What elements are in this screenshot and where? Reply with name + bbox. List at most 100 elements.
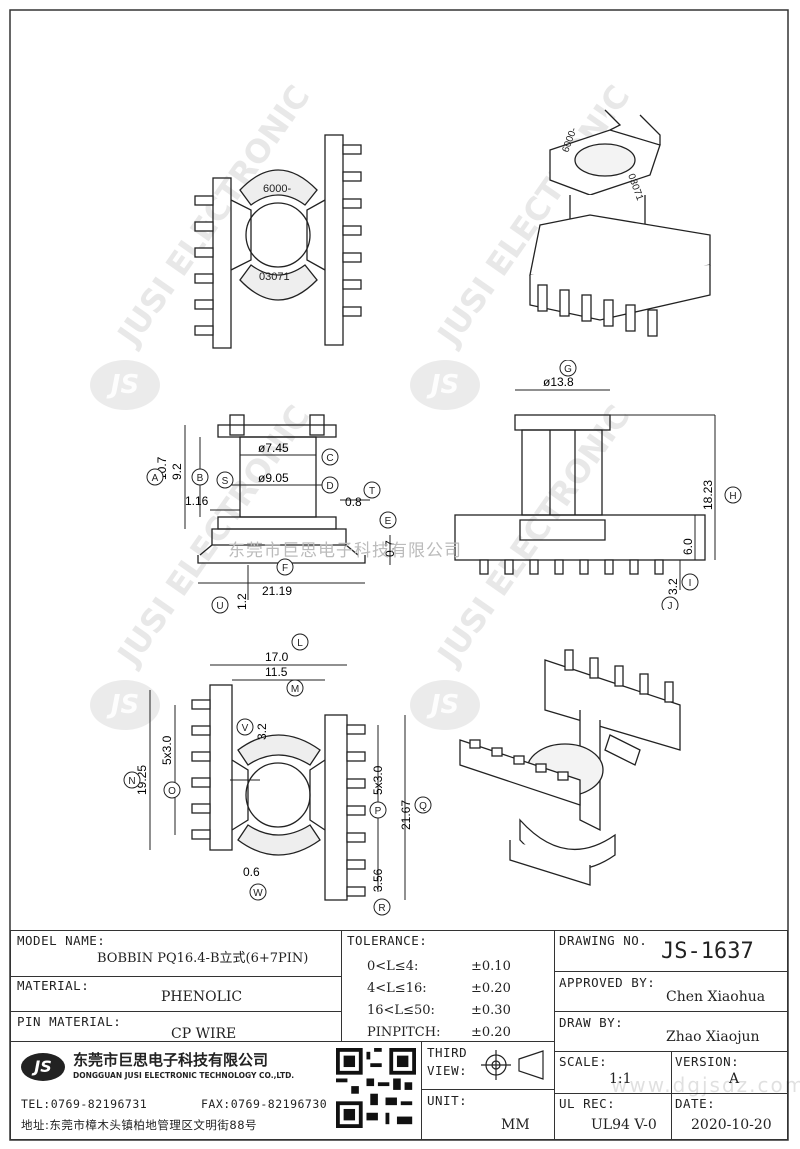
label-E: E [385,516,392,527]
company-name-cn: 东莞市巨思电子科技有限公司 [73,1051,269,1069]
label-D: D [326,481,333,492]
dim-J-value: 3.2 [666,578,680,595]
label-U: U [216,601,223,612]
tolerance-value-3: ±0.30 [471,1003,511,1018]
tolerance-range-4: PINPITCH: [367,1025,441,1040]
ul-rec-label: UL REC: [559,1096,616,1111]
third-view-label-1: THIRD [427,1045,468,1060]
date-value: 2020-10-20 [691,1117,772,1133]
watermark-logo-2: JS [410,360,480,410]
tolerance-value-1: ±0.10 [471,959,511,974]
center-watermark: 东莞市巨思电子科技有限公司 [228,541,462,561]
dim-U-value: 1.2 [235,593,249,610]
label-N: N [128,776,135,787]
label-H: H [729,491,736,502]
label-J: J [668,601,673,610]
draw-by-label: DRAW BY: [559,1015,624,1030]
drawing-no-label: DRAWING NO. [559,933,648,948]
dim-C-value: ø7.45 [258,441,289,455]
scale-label: SCALE: [559,1054,608,1069]
label-M: M [291,684,299,695]
dim-G-value: ø13.8 [543,375,574,389]
pin-material-value: CP WIRE [171,1026,237,1042]
ul-rec-value: UL94 V-0 [591,1117,657,1133]
dim-I-value: 6.0 [681,538,695,555]
label-O: O [168,786,176,797]
date-label: DATE: [675,1096,716,1111]
dim-T-value: 0.8 [345,495,362,509]
label-L: L [297,638,303,649]
title-block: MODEL NAME: BOBBIN PQ16.4-B立式(6+7PIN) MA… [10,930,800,1140]
dim-M-value: 11.5 [265,665,288,679]
unit-value: MM [501,1117,530,1133]
dim-F-value: 21.19 [262,584,292,598]
dim-N-value: 19.25 [135,765,149,795]
label-B: B [197,473,204,484]
dim-B-value: 9.2 [170,463,184,480]
tolerance-range-3: 16<L≤50: [367,1003,435,1018]
label-G: G [564,364,572,375]
label-V: V [242,723,249,734]
dim-D-value: ø9.05 [258,471,289,485]
draw-by-value: Zhao Xiaojun [666,1029,760,1045]
top-view-marking-2: 03071 [259,271,290,283]
label-Q: Q [419,801,427,812]
dim-S-value: 1.16 [185,494,209,508]
third-angle-projection-icon [481,1050,544,1080]
dim-O-value: 5x3.0 [160,735,174,765]
tolerance-value-4: ±0.20 [471,1025,511,1040]
label-T: T [369,486,375,497]
side-view: ø13.8 18.23 6.0 3.2 G H I J [454,360,742,610]
dim-Q-value: 21.67 [399,800,413,830]
material-value: PHENOLIC [161,989,243,1005]
model-name-label: MODEL NAME: [17,933,106,948]
label-S: S [222,476,229,487]
dim-E-value: 0.7 [383,540,397,557]
label-P: P [375,806,382,817]
drawing-no-value: JS-1637 [661,939,754,964]
company-address: 地址:东莞市樟木头镇柏地管理区文明街88号 [21,1118,258,1132]
label-W: W [253,888,263,899]
bottom-view: 17.0 11.5 3.2 19.25 5x3.0 5x3.0 21.67 3.… [123,633,432,916]
label-R: R [378,903,385,914]
dim-V-value: 3.2 [255,723,269,740]
dim-P-value: 5x3.0 [371,765,385,795]
dim-L-value: 17.0 [265,650,289,664]
front-view: 10.7 9.2 1.16 ø7.45 ø9.05 0.8 0.7 21.19 … [146,414,397,614]
label-F: F [282,563,288,574]
material-label: MATERIAL: [17,978,90,993]
tolerance-label: TOLERANCE: [347,933,428,948]
label-A: A [152,473,159,484]
version-value: A [729,1071,740,1087]
approved-by-value: Chen Xiaohua [666,989,766,1005]
company-fax: FAX:0769-82196730 [201,1097,328,1111]
company-tel: TEL:0769-82196731 [21,1097,148,1111]
unit-label: UNIT: [427,1093,468,1108]
isometric-view-bottom [459,649,681,886]
model-name-value: BOBBIN PQ16.4-B立式(6+7PIN) [97,951,309,966]
version-label: VERSION: [675,1054,740,1069]
pin-material-label: PIN MATERIAL: [17,1014,122,1029]
approved-by-label: APPROVED BY: [559,975,656,990]
qr-code [336,1048,416,1128]
isometric-view-top: 6000- 03071 [529,109,711,337]
top-view-marking-1: 6000- [263,183,291,195]
watermark-logo-3: JS [90,680,160,730]
company-name-en: DONGGUAN JUSI ELECTRONIC TECHNOLOGY CO.,… [73,1071,295,1080]
tolerance-range-2: 4<L≤16: [367,981,427,996]
third-view-label-2: VIEW: [427,1063,468,1078]
label-C: C [326,453,333,464]
tolerance-range-1: 0<L≤4: [367,959,419,974]
dim-W-value: 0.6 [243,865,260,879]
dim-R-value: 3.56 [371,868,385,892]
dim-H-value: 18.23 [701,480,715,510]
top-view: 6000- 03071 [194,134,362,349]
watermark-logo-4: JS [410,680,480,730]
website-watermark: www.dgjsdz.com [611,1073,800,1097]
tolerance-value-2: ±0.20 [471,981,511,996]
watermark-logo-1: JS [90,360,160,410]
company-logo: JS [21,1053,65,1081]
label-I: I [689,578,692,589]
